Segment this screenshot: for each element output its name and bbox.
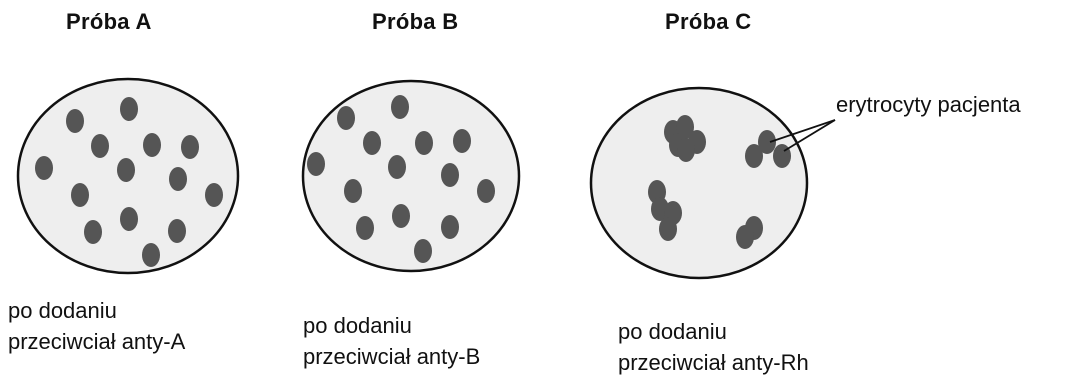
dish-a	[18, 79, 238, 273]
erythrocyte	[205, 183, 223, 207]
dish-c	[591, 88, 835, 278]
erythrocyte	[84, 220, 102, 244]
erythrocyte	[142, 243, 160, 267]
sample-a-caption: po dodaniu przeciwciał anty-A	[8, 295, 185, 357]
erythrocyte	[414, 239, 432, 263]
caption-line: przeciwciał anty-Rh	[618, 347, 809, 378]
erythrocyte	[120, 97, 138, 121]
erythrocyte	[388, 155, 406, 179]
erythrocyte	[71, 183, 89, 207]
caption-line: po dodaniu	[8, 295, 185, 326]
erythrocyte	[143, 133, 161, 157]
erythrocyte	[659, 217, 677, 241]
erythrocyte	[392, 204, 410, 228]
sample-b-caption: po dodaniu przeciwciał anty-B	[303, 310, 480, 372]
caption-line: przeciwciał anty-B	[303, 341, 480, 372]
erythrocyte	[677, 138, 695, 162]
erythrocyte	[356, 216, 374, 240]
dish-c-outline	[591, 88, 807, 278]
erythrocyte	[415, 131, 433, 155]
erythrocyte	[168, 219, 186, 243]
erythrocyte	[344, 179, 362, 203]
erythrocyte	[453, 129, 471, 153]
caption-line: po dodaniu	[618, 316, 809, 347]
erythrocyte	[441, 163, 459, 187]
erythrocyte	[117, 158, 135, 182]
erythrocyte	[66, 109, 84, 133]
erythrocyte	[307, 152, 325, 176]
erythrocyte	[120, 207, 138, 231]
erythrocyte	[745, 144, 763, 168]
caption-line: przeciwciał anty-A	[8, 326, 185, 357]
erythrocyte	[337, 106, 355, 130]
erythrocytes-callout-label: erytrocyty pacjenta	[836, 92, 1021, 118]
dish-b-outline	[303, 81, 519, 271]
erythrocyte	[35, 156, 53, 180]
erythrocyte	[363, 131, 381, 155]
erythrocyte	[736, 225, 754, 249]
erythrocyte	[441, 215, 459, 239]
dish-b	[303, 81, 519, 271]
erythrocyte	[391, 95, 409, 119]
erythrocyte	[477, 179, 495, 203]
erythrocyte	[169, 167, 187, 191]
erythrocyte	[181, 135, 199, 159]
sample-c-caption: po dodaniu przeciwciał anty-Rh	[618, 316, 809, 378]
erythrocyte	[91, 134, 109, 158]
caption-line: po dodaniu	[303, 310, 480, 341]
